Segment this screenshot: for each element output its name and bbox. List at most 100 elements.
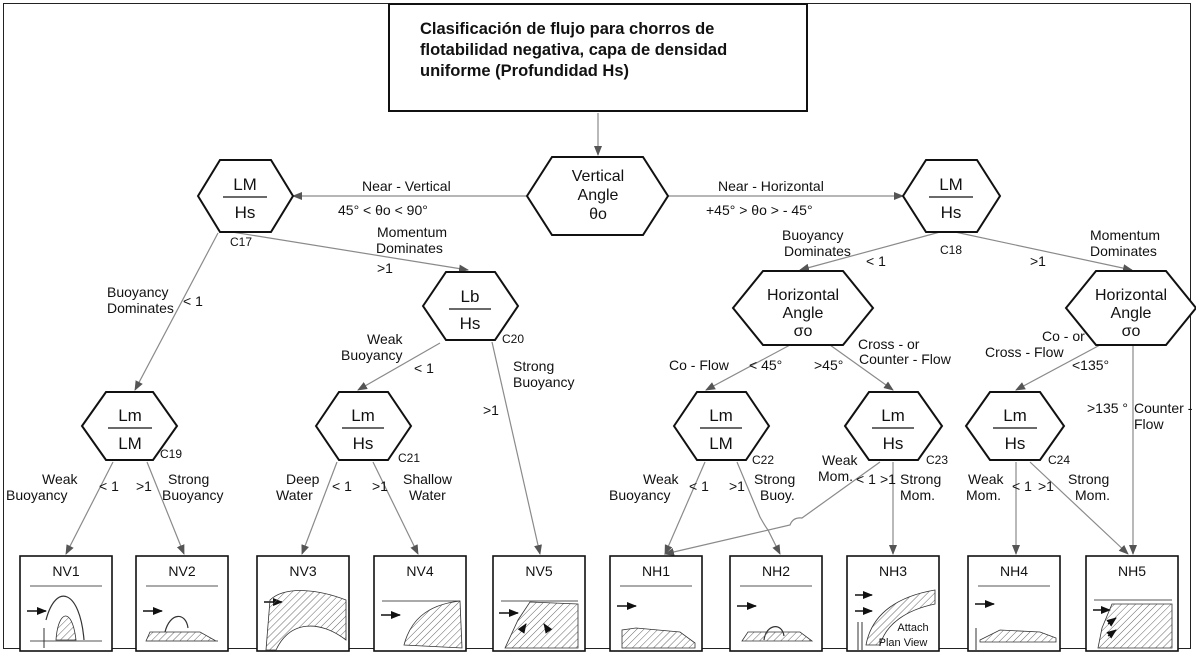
counter-flow-l1: Counter -: [1134, 400, 1193, 416]
c24-lt1: < 1: [1012, 478, 1032, 494]
weak-buoyancy-l1: Weak: [367, 331, 404, 347]
nv3-code: NV3: [289, 563, 316, 579]
weak-mom-c24-l1: Weak: [968, 471, 1005, 487]
nh2-code: NH2: [762, 563, 790, 579]
diagram-title: Clasificación de flujo para chorros de f…: [420, 20, 728, 80]
c19-den: LM: [118, 434, 142, 453]
counter-flow-l2: Flow: [1134, 416, 1164, 432]
weak-mom-c23-l1: Weak: [822, 452, 859, 468]
right-ratio-num: LM: [939, 175, 963, 194]
strong-buoyancy-l1: Strong: [513, 358, 554, 374]
strong-buoy-l1: Strong: [754, 471, 795, 487]
outcome-nv2: NV2: [135, 555, 229, 652]
buoyancy-dominates-edge: [134, 232, 219, 391]
lm-LM-c19-node: Lm LM C19: [80, 391, 182, 461]
nh1-weak-l2: Buoyancy: [609, 487, 670, 503]
lb-hs-node: Lb Hs C20: [421, 271, 524, 346]
left-ratio-den: Hs: [235, 203, 256, 222]
cross-counter-l2: Counter - Flow: [859, 351, 952, 367]
horizontal-angle-left-node: Horizontal Angle σo: [731, 270, 875, 346]
weak-buoyancy-l2: Buoyancy: [341, 347, 402, 363]
cross-counter-l1: Cross - or: [858, 336, 920, 352]
strong-mom-c23-l2: Mom.: [900, 487, 935, 503]
c22-c: C22: [752, 453, 774, 467]
strong-buoyancy-edge: [491, 341, 542, 555]
lm-hs-c24-node: Lm Hs C24: [964, 391, 1070, 467]
strong-mom-c23-l1: Strong: [900, 471, 941, 487]
c21-num: Lm: [351, 406, 375, 425]
weak-mom-c23-l2: Mom.: [818, 468, 853, 484]
nh2-gt1: >1: [729, 478, 745, 494]
momentum-dominates-right-edge: [954, 231, 1133, 273]
lt135-label: <135°: [1072, 357, 1109, 373]
left-ratio-num: LM: [233, 175, 257, 194]
c23-gt1: >1: [880, 471, 896, 487]
ha-left-line2: Angle: [783, 305, 824, 322]
nv2-strong-l2: Buoyancy: [162, 487, 223, 503]
c22-num: Lm: [709, 406, 733, 425]
gt1-momentum-label: >1: [377, 260, 393, 276]
buoyancy-dominates-l2: Dominates: [107, 300, 174, 316]
co-cross-l1: Co - or: [1042, 328, 1085, 344]
nv3-edge: [301, 461, 338, 555]
outcome-nv4: NV4: [373, 555, 467, 652]
root-vertical-angle-node: Vertical Angle θo: [525, 156, 670, 236]
c21-c: C21: [398, 451, 420, 465]
root-line1: Vertical: [572, 168, 624, 185]
buoyancy-dominates-right-l2: Dominates: [784, 243, 851, 259]
c24-den: Hs: [1005, 434, 1026, 453]
nh5-strong-mom-edge: [1029, 461, 1129, 555]
co-cross-flow-edge: [1015, 344, 1101, 391]
outcome-nv5: NV5: [492, 555, 586, 652]
c23-lt1: < 1: [856, 471, 876, 487]
momentum-dominates-right-l2: Dominates: [1090, 243, 1157, 259]
momentum-dominates-l2: Dominates: [376, 240, 443, 256]
nh5-code: NH5: [1118, 563, 1146, 579]
nh1-code: NH1: [642, 563, 670, 579]
nv2-gt1: >1: [136, 478, 152, 494]
outcome-nv3: NV3: [256, 555, 350, 652]
nv2-code: NV2: [168, 563, 195, 579]
nh4-code: NH4: [1000, 563, 1028, 579]
lb-ratio-c: C20: [502, 332, 524, 346]
deep-water-l2: Water: [276, 487, 313, 503]
near-horizontal-range: +45° > θo > - 45°: [706, 202, 813, 218]
strong-mom-c24-l1: Strong: [1068, 471, 1109, 487]
nv2-strong-l1: Strong: [168, 471, 209, 487]
co-cross-l2: Cross - Flow: [985, 344, 1064, 360]
c23-den: Hs: [883, 434, 904, 453]
buoyancy-dominates-right-edge: [799, 231, 941, 272]
lm-hs-c21-node: Lm Hs C21: [314, 391, 420, 465]
horizontal-angle-right-node: Horizontal Angle σo: [1064, 270, 1196, 346]
outcome-nh2: NH2: [729, 555, 823, 652]
lt1-right-label: < 1: [866, 253, 886, 269]
c19-c: C19: [160, 447, 182, 461]
nh1-lt1: < 1: [689, 478, 709, 494]
left-lm-hs-node: LM Hs C17: [196, 159, 295, 249]
near-horizontal-label: Near - Horizontal: [718, 178, 824, 194]
lt1-buoyancy-label: < 1: [183, 293, 203, 309]
nv1-weak-l2: Buoyancy: [6, 487, 67, 503]
connectors: [65, 113, 1137, 556]
strong-buoyancy-l2: Buoyancy: [513, 374, 574, 390]
c23-num: Lm: [881, 406, 905, 425]
outcome-nh5: NH5: [1085, 555, 1179, 652]
nv3-lt1: < 1: [332, 478, 352, 494]
lb-ratio-num: Lb: [461, 287, 480, 306]
outcome-nh4: NH4: [967, 555, 1061, 652]
momentum-dominates-edge: [231, 231, 469, 273]
nh3-plan-view: Plan View: [879, 637, 928, 649]
nv4-code: NV4: [406, 563, 433, 579]
ha-right-line3: σo: [1122, 323, 1141, 340]
outcome-nv1: NV1: [19, 555, 113, 652]
weak-buoyancy-edge: [357, 342, 441, 391]
shallow-water-l1: Shallow: [403, 471, 453, 487]
gt135-label: >135 °: [1087, 400, 1128, 416]
co-flow-label: Co - Flow: [669, 357, 730, 373]
right-lm-hs-node: LM Hs C18: [901, 159, 1002, 257]
momentum-dominates-l1: Momentum: [377, 224, 447, 240]
near-vertical-label: Near - Vertical: [362, 178, 451, 194]
nv1-edge: [65, 461, 114, 555]
buoyancy-dominates-right-l1: Buoyancy: [782, 227, 843, 243]
lm-hs-c23-node: Lm Hs C23: [843, 391, 948, 467]
